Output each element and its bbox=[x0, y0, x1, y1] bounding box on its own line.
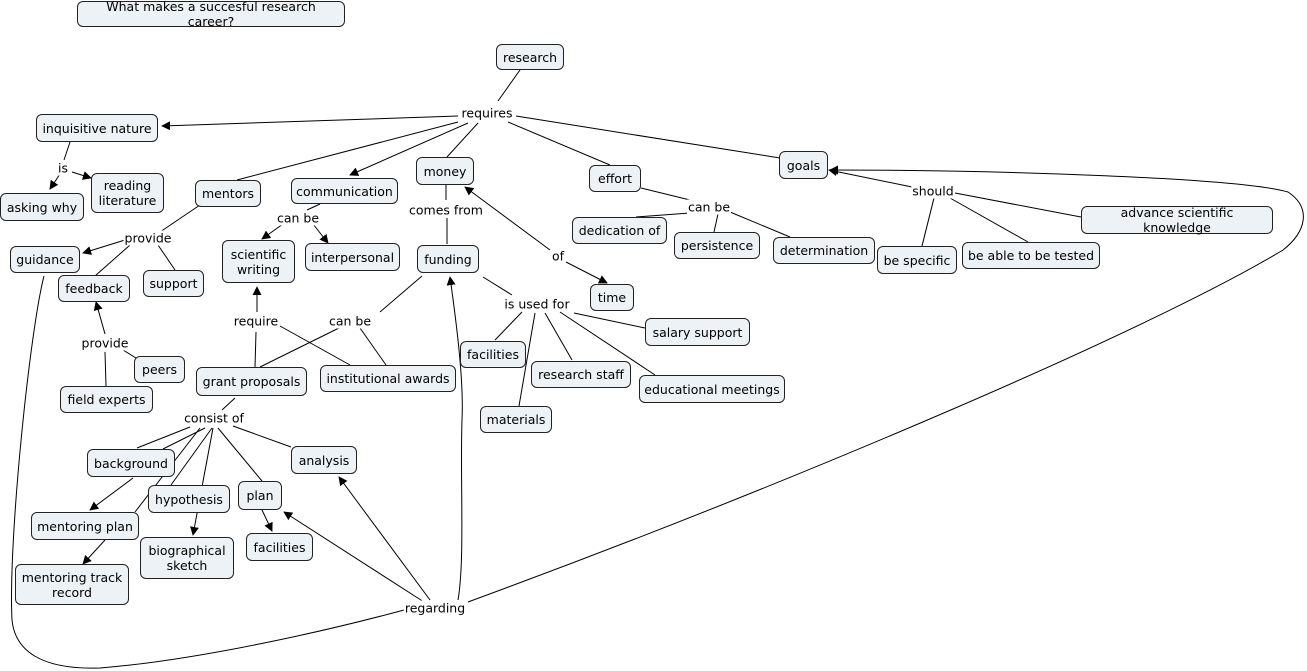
concept-mentoring-track-record[interactable]: mentoring track record bbox=[15, 564, 129, 605]
link-is: is bbox=[57, 160, 69, 176]
link-should: should bbox=[911, 183, 955, 199]
concept-determination[interactable]: determination bbox=[773, 237, 875, 264]
concept-communication[interactable]: communication bbox=[291, 178, 398, 204]
concept-interpersonal[interactable]: interpersonal bbox=[305, 243, 400, 271]
concept-field-experts[interactable]: field experts bbox=[60, 386, 153, 413]
link-provide-feedback: provide bbox=[80, 335, 130, 351]
concept-scientific-writing[interactable]: scientific writing bbox=[222, 240, 295, 283]
concept-plan[interactable]: plan bbox=[238, 481, 282, 510]
concept-grant-proposals[interactable]: grant proposals bbox=[196, 367, 307, 396]
link-of: of bbox=[550, 248, 566, 264]
link-regarding: regarding bbox=[403, 600, 467, 616]
concept-hypothesis[interactable]: hypothesis bbox=[148, 485, 230, 513]
concept-reading-literature[interactable]: reading literature bbox=[91, 173, 164, 213]
concept-be-specific[interactable]: be specific bbox=[877, 246, 957, 274]
concept-persistence[interactable]: persistence bbox=[674, 232, 760, 259]
concept-institutional-awards[interactable]: institutional awards bbox=[320, 365, 456, 392]
concept-feedback[interactable]: feedback bbox=[58, 275, 130, 302]
concept-research-staff[interactable]: research staff bbox=[531, 361, 631, 388]
concept-biographical-sketch[interactable]: biographical sketch bbox=[140, 537, 234, 579]
link-provide-mentors: provide bbox=[123, 230, 173, 246]
link-can-be-communication: can be bbox=[275, 210, 321, 226]
concept-time[interactable]: time bbox=[590, 284, 634, 311]
link-requires: requires bbox=[460, 105, 514, 121]
concept-educational-meetings[interactable]: educational meetings bbox=[639, 375, 785, 403]
link-is-used-for: is used for bbox=[503, 296, 571, 312]
concept-guidance[interactable]: guidance bbox=[10, 246, 80, 273]
concept-funding[interactable]: funding bbox=[417, 245, 479, 273]
concept-support[interactable]: support bbox=[143, 270, 204, 297]
map-title: What makes a succesful research career? bbox=[77, 0, 345, 29]
concept-facilities-funding[interactable]: facilities bbox=[460, 341, 526, 368]
concept-inquisitive-nature[interactable]: inquisitive nature bbox=[36, 114, 158, 142]
concept-asking-why[interactable]: asking why bbox=[0, 193, 84, 221]
link-can-be-funding: can be bbox=[327, 313, 373, 329]
link-consist-of: consist of bbox=[183, 410, 245, 426]
concept-mentors[interactable]: mentors bbox=[195, 180, 261, 207]
concept-advance-scientific-knowledge[interactable]: advance scientific knowledge bbox=[1081, 205, 1273, 235]
concept-effort[interactable]: effort bbox=[589, 165, 641, 192]
concept-money[interactable]: money bbox=[416, 157, 474, 185]
link-can-be-effort: can be bbox=[686, 199, 732, 215]
concept-research[interactable]: research bbox=[496, 44, 564, 70]
link-require: require bbox=[232, 313, 280, 329]
concept-facilities-plan[interactable]: facilities bbox=[246, 533, 313, 561]
concept-analysis[interactable]: analysis bbox=[291, 446, 357, 474]
concept-mentoring-plan[interactable]: mentoring plan bbox=[31, 512, 139, 540]
concept-dedication-of[interactable]: dedication of bbox=[572, 217, 667, 244]
concept-peers[interactable]: peers bbox=[134, 356, 185, 383]
concept-salary-support[interactable]: salary support bbox=[645, 318, 750, 346]
concept-be-able-to-be-tested[interactable]: be able to be tested bbox=[962, 242, 1100, 269]
link-comes-from: comes from bbox=[408, 202, 484, 218]
concept-materials[interactable]: materials bbox=[480, 406, 552, 433]
concept-goals[interactable]: goals bbox=[779, 151, 828, 179]
concept-background[interactable]: background bbox=[87, 449, 175, 477]
